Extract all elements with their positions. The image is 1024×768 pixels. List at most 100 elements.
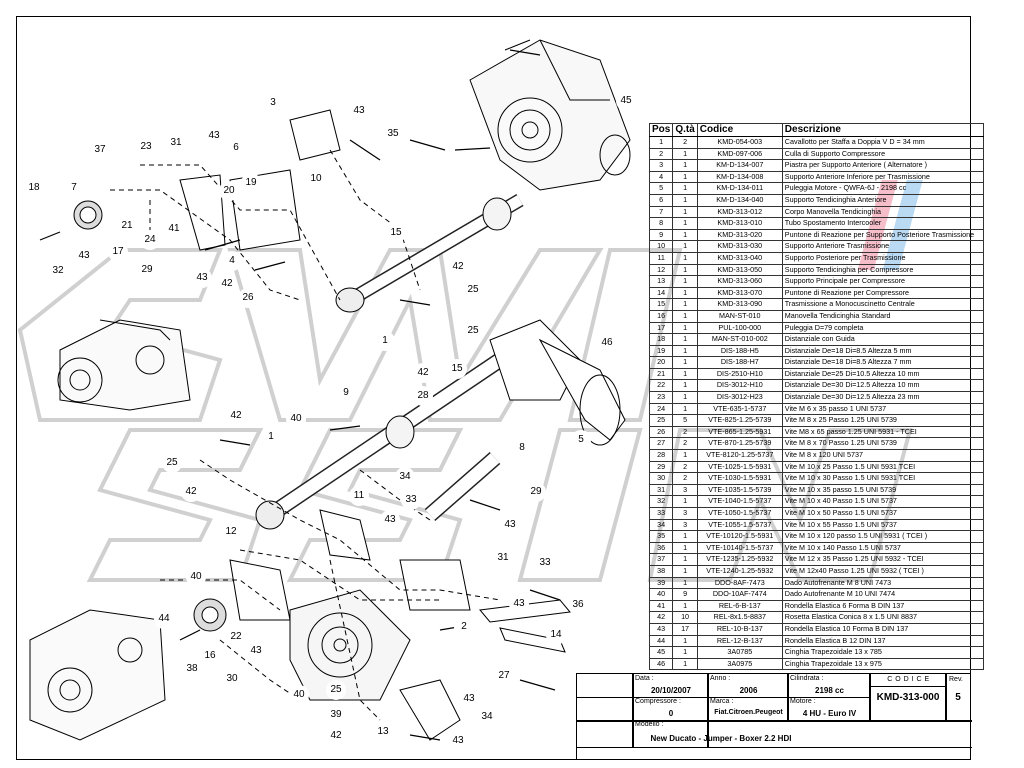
callout-balloon: 7: [64, 178, 84, 198]
callout-balloon: 15: [447, 359, 467, 379]
callout-balloon: 42: [448, 257, 468, 277]
callout-balloon: 34: [395, 467, 415, 487]
cell-codice: KMD-054-003: [696, 136, 783, 149]
cell-desc: Vite M 10 x 50 Passo 1.5 UNI 5737: [781, 507, 984, 520]
compressor-drawing: [289, 589, 411, 701]
cell-qta: 1: [672, 240, 698, 253]
cell-pos: 25: [648, 414, 674, 427]
cell-qta: 1: [672, 367, 698, 381]
cell-pos: 22: [648, 379, 674, 393]
callout-balloon: 14: [546, 625, 566, 645]
callout-balloon: 43: [448, 731, 468, 751]
cell-codice: MAN-ST-010-002: [696, 333, 783, 346]
callout-balloon: 43: [246, 641, 266, 661]
cell-codice: DIS-188-H5: [696, 344, 783, 358]
cell-desc: Dado Autofrenante M 10 UNI 7474: [781, 588, 984, 601]
cell-pos: 38: [648, 564, 674, 578]
callout-balloon: 36: [568, 595, 588, 615]
cell-qta: 1: [672, 657, 698, 671]
cell-qta: 1: [672, 634, 698, 648]
cell-pos: 23: [648, 391, 674, 404]
cell-qta: 3: [672, 483, 698, 497]
cell-desc: Supporto Tendicinghia per Compressore: [781, 263, 984, 277]
callout-balloon: 41: [164, 219, 184, 239]
cell-codice: KMD-313-030: [696, 240, 783, 253]
cell-desc: Cinghia Trapezoidale 13 x 785: [781, 646, 984, 659]
callout-balloon: 5: [571, 430, 591, 450]
cell-qta: 1: [672, 553, 698, 566]
cell-desc: Vite M 12x40 Passo 1.25 UNI 5932 ( TCEI …: [781, 564, 984, 578]
callout-balloon: 34: [477, 707, 497, 727]
cell-codice: KM-D-134-008: [696, 170, 783, 184]
cell-codice: KMD-313-070: [696, 286, 783, 300]
callout-balloon: 25: [463, 321, 483, 341]
cell-pos: 35: [648, 530, 674, 543]
cell-desc: Manovella Tendicinghia Standard: [781, 309, 984, 323]
cell-qta: 1: [672, 147, 698, 161]
callout-balloon: 42: [226, 406, 246, 426]
cell-codice: 3A0785: [696, 646, 783, 659]
callout-balloon: 25: [463, 280, 483, 300]
cell-codice: KMD-313-012: [696, 205, 783, 219]
cell-pos: 5: [648, 182, 674, 195]
cell-qta: 1: [672, 193, 698, 207]
cell-qta: 3: [672, 507, 698, 520]
codice-value: KMD-313-000: [876, 692, 940, 703]
cell-pos: 20: [648, 356, 674, 369]
callout-balloon: 40: [286, 409, 306, 429]
cell-codice: DIS-2510-H10: [696, 367, 783, 381]
cell-desc: Supporto Anteriore Trasmissione: [781, 240, 984, 253]
cell-pos: 30: [648, 472, 674, 485]
cell-pos: 26: [648, 425, 674, 439]
cell-pos: 36: [648, 541, 674, 555]
cell-pos: 37: [648, 553, 674, 566]
cell-codice: DIS-3012-H10: [696, 379, 783, 393]
callout-balloon: 42: [181, 482, 201, 502]
callout-balloon: 43: [192, 268, 212, 288]
modello-value: New Ducato - Jumper - Boxer 2.2 HDI: [650, 734, 792, 743]
cell-pos: 11: [648, 251, 674, 265]
cell-codice: DDO-8AF-7473: [696, 576, 783, 590]
cell-codice: VTE-10140-1.5-5737: [696, 541, 783, 555]
callout-balloon: 1: [375, 331, 395, 351]
header-codice: Codice: [696, 123, 783, 137]
table-header-row: Pos Q.tà Codice Descrizione: [648, 123, 984, 137]
cell-pos: 13: [648, 275, 674, 288]
cell-codice: KMD-313-020: [696, 228, 783, 242]
cell-qta: 1: [672, 391, 698, 404]
callout-balloon: 37: [90, 140, 110, 160]
callout-balloon: 26: [238, 288, 258, 308]
cell-qta: 1: [672, 298, 698, 311]
callout-balloon: 45: [616, 91, 636, 111]
cell-desc: Rondella Elastica B 12 DIN 137: [781, 634, 984, 648]
cilindrata-label: Cilindrata :: [790, 675, 824, 682]
cell-pos: 7: [648, 205, 674, 219]
callout-balloon: 13: [373, 722, 393, 742]
cell-pos: 28: [648, 449, 674, 462]
callout-balloon: 43: [500, 515, 520, 535]
cell-codice: KMD-313-040: [696, 251, 783, 265]
cell-desc: Puntone di Reazione per Compressore: [781, 286, 984, 300]
cell-desc: Vite M 10 x 120 passo 1.5 UNI 5931 ( TCE…: [781, 530, 984, 543]
cell-desc: Rondella Elastica 10 Forma B DIN 137: [781, 622, 984, 636]
cell-pos: 40: [648, 588, 674, 601]
cell-desc: Vite M 10 x 25 Passo 1.5 UNI 5931 TCEI: [781, 460, 984, 474]
